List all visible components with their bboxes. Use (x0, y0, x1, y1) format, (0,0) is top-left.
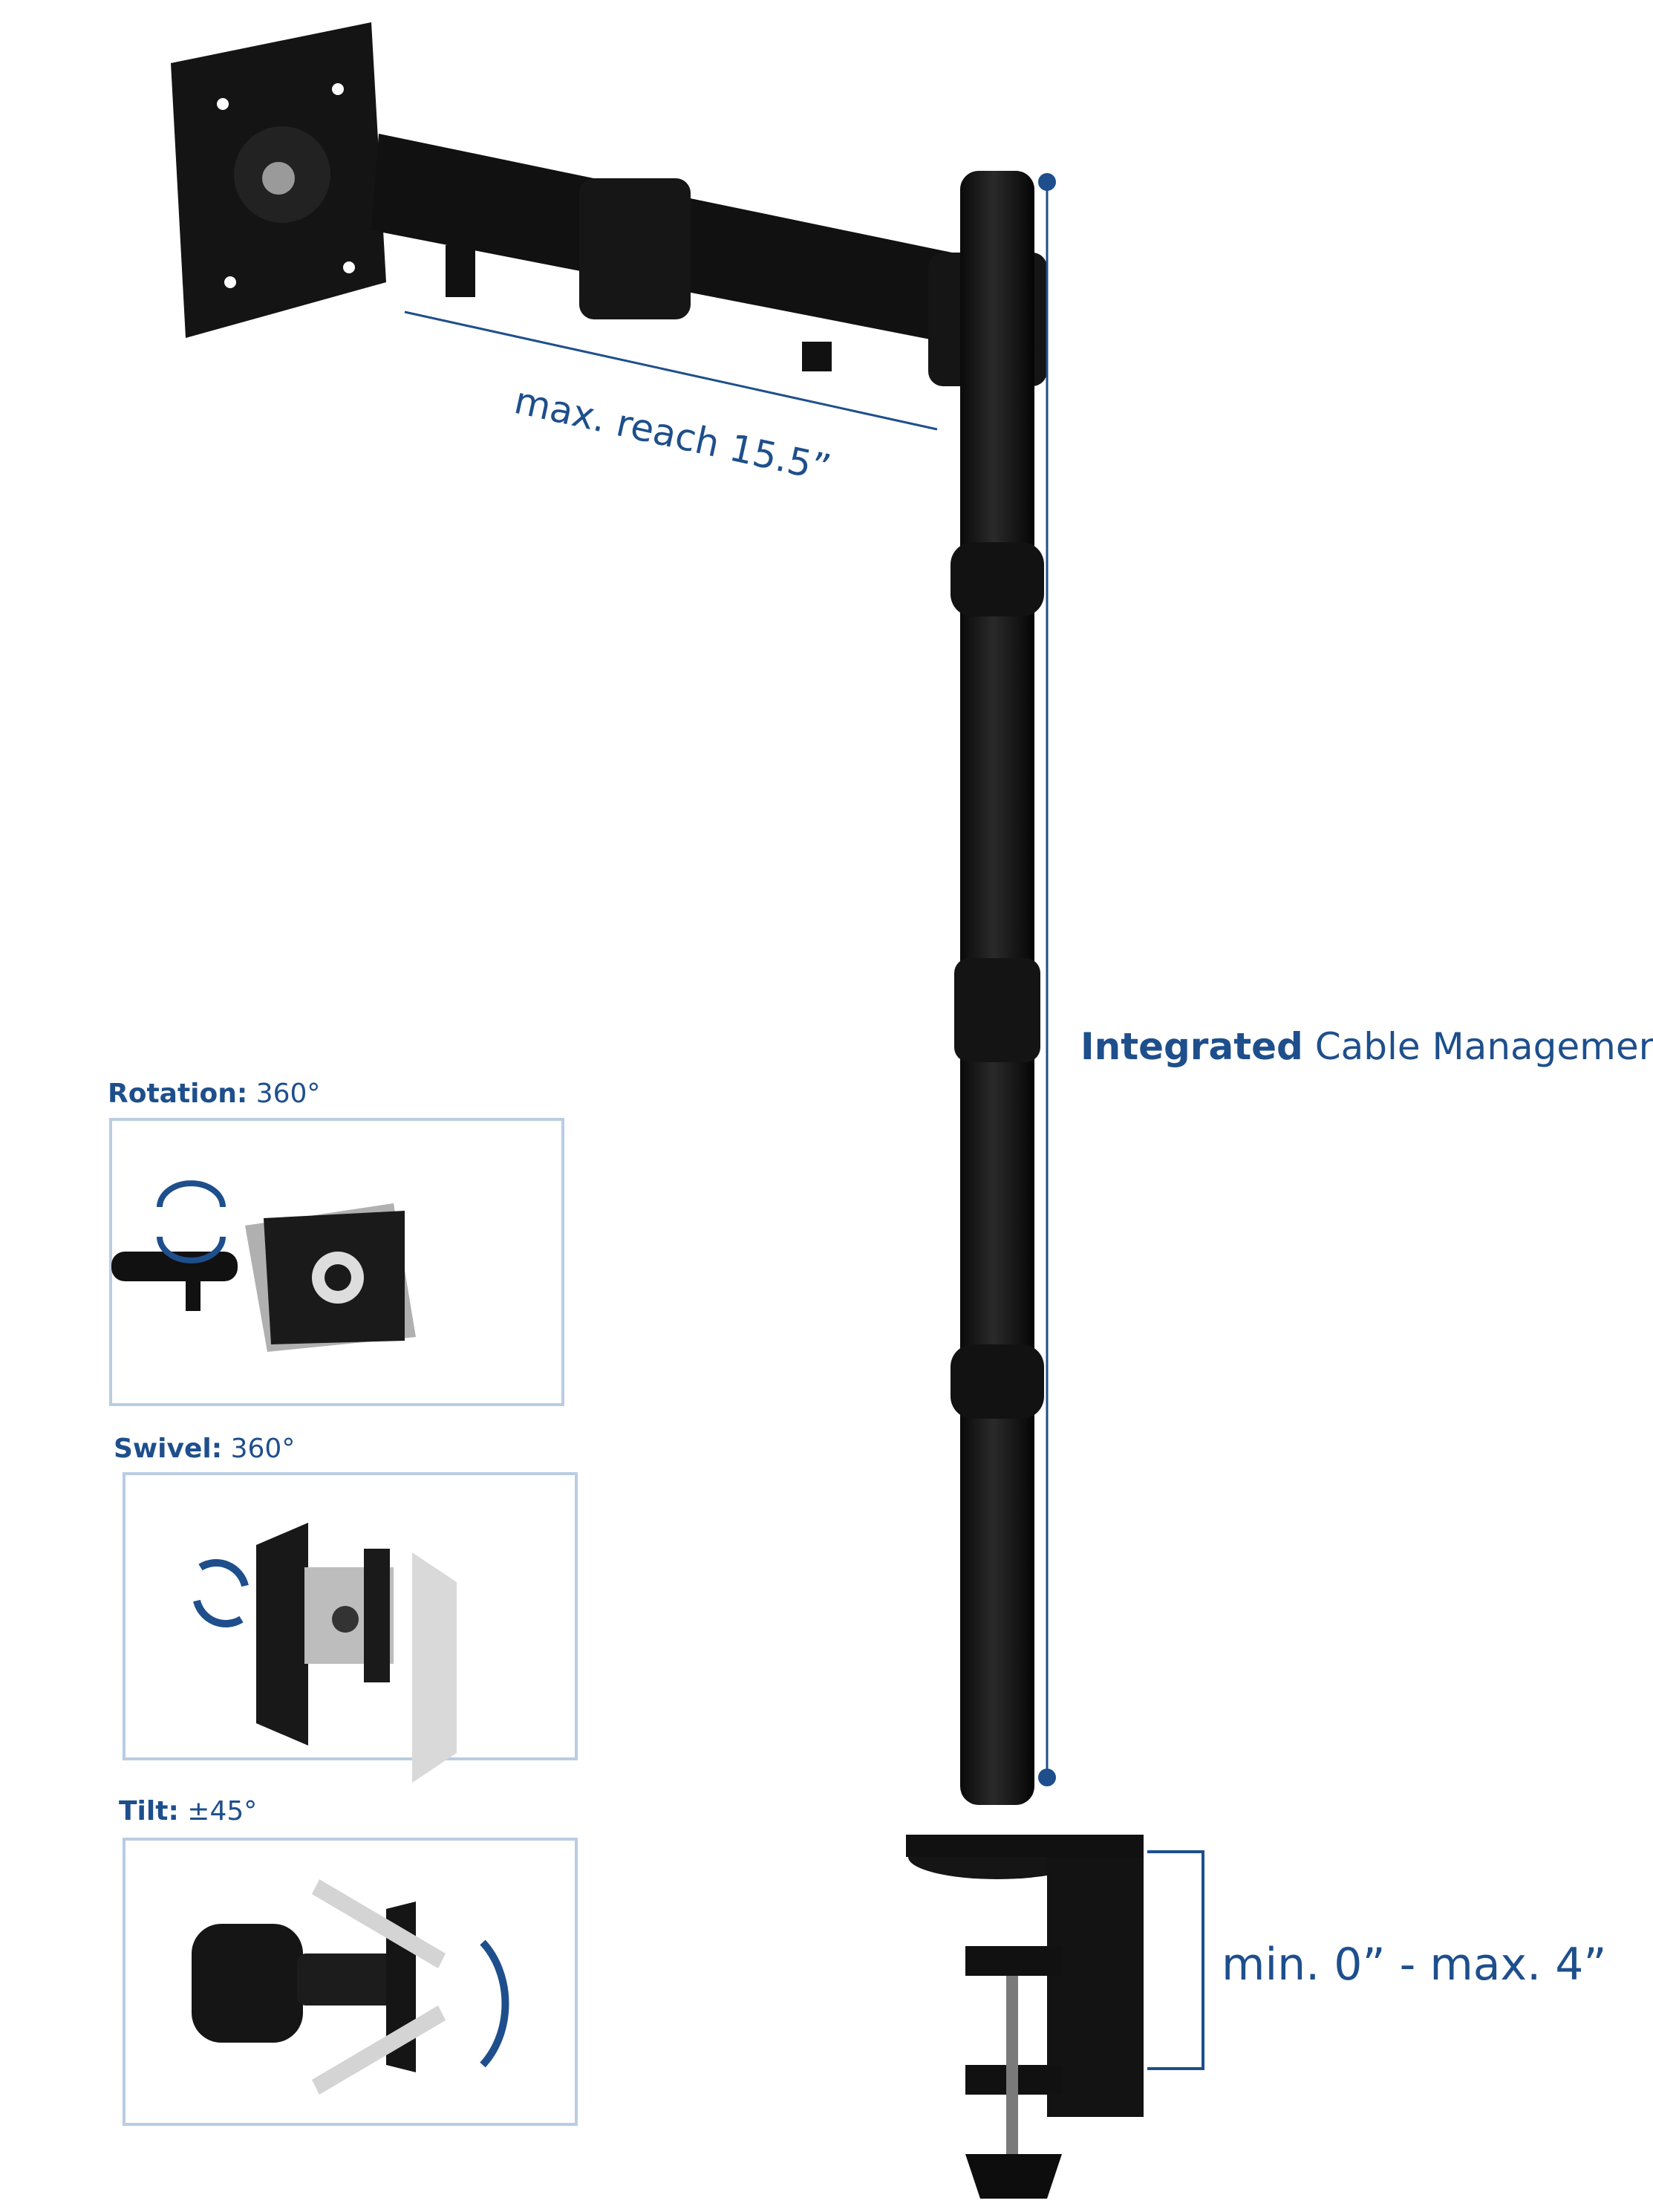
clamp-dimension-bracket (1147, 1850, 1204, 2070)
swivel-name: Swivel: (114, 1434, 223, 1464)
height-dimension-line (1038, 173, 1056, 1786)
rotation-panel (109, 1118, 564, 1406)
swivel-panel (123, 1472, 578, 1760)
swivel-label: Swivel: 360° (114, 1434, 295, 1464)
tilt-panel (123, 1838, 578, 2126)
cable-management-label: Integrated Cable Management (1080, 1025, 1653, 1068)
vesa-plate (171, 22, 386, 338)
tilt-name: Tilt: (119, 1796, 179, 1826)
cable-label-rest: Cable Management (1302, 1025, 1653, 1068)
tilt-value: ±45° (178, 1796, 258, 1826)
pole (951, 171, 1044, 1805)
desk-clamp (906, 1835, 1144, 2199)
rotation-name: Rotation: (108, 1079, 248, 1109)
rotation-value: 360° (247, 1079, 321, 1109)
clamp-range-label: min. 0” - max. 4” (1222, 1939, 1607, 1991)
cable-label-bold: Integrated (1080, 1025, 1303, 1068)
tilt-label: Tilt: ±45° (119, 1796, 257, 1826)
reach-dimension-line (404, 310, 938, 431)
rotation-label: Rotation: 360° (108, 1079, 320, 1109)
swivel-value: 360° (222, 1434, 296, 1464)
monitor-arm (371, 134, 1047, 386)
